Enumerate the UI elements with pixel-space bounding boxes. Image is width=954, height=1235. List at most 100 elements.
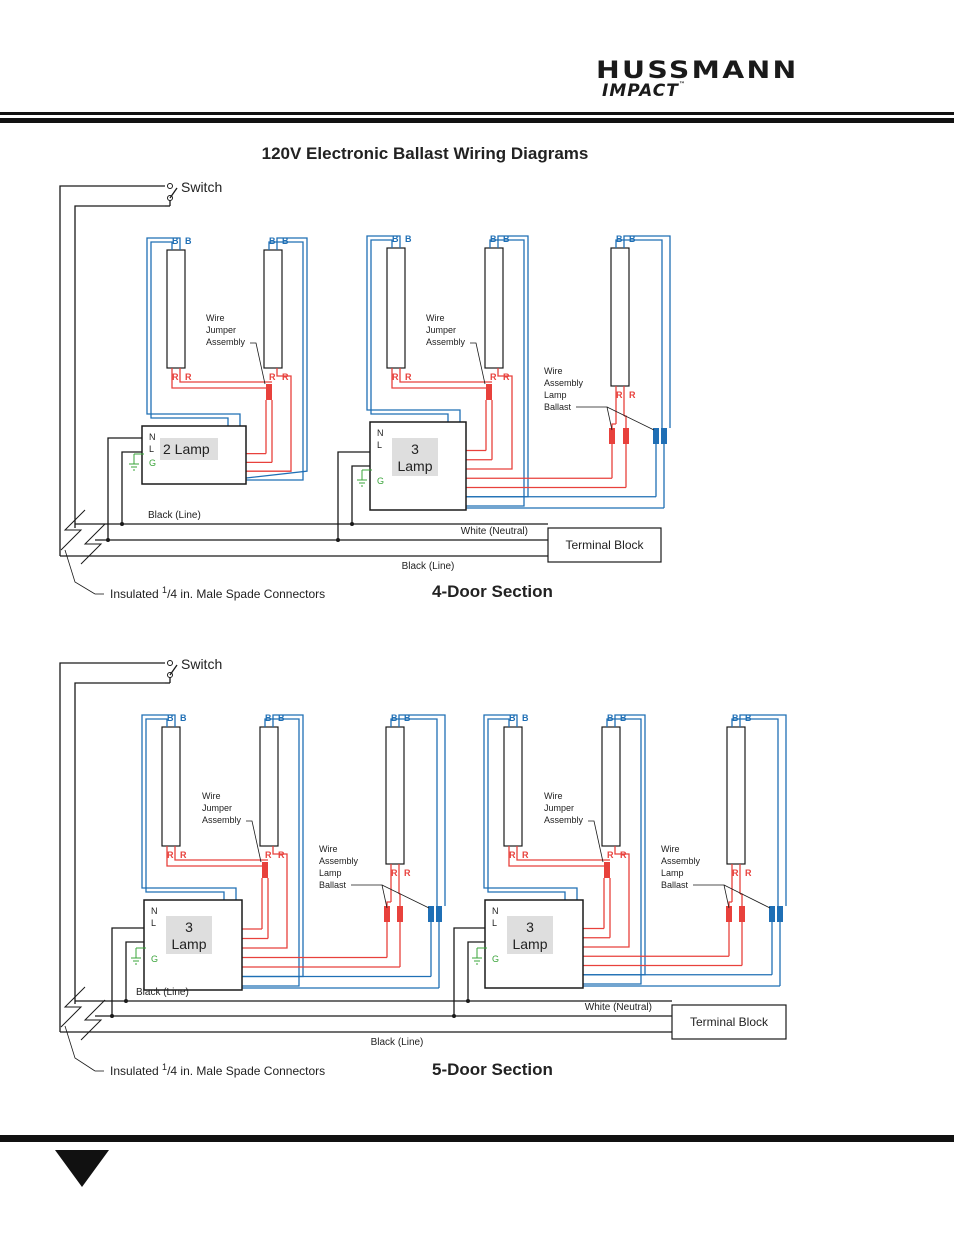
- lamp-b-label: B: [745, 713, 752, 723]
- lamp-r-label: R: [392, 372, 399, 382]
- ballast-neutral-wire: [453, 927, 485, 1016]
- ballast-g-label: G: [492, 954, 499, 964]
- lamp-tube: [610, 247, 630, 387]
- leader-line: [723, 884, 771, 909]
- red-wire: [399, 893, 401, 906]
- lamp-ballast-connector: [777, 906, 783, 922]
- terminal-block: [547, 527, 662, 563]
- red-wire: [466, 368, 513, 470]
- junction-dot: [452, 1014, 456, 1018]
- lamp-r-label: R: [180, 850, 187, 860]
- lamp-b-label: B: [185, 236, 192, 246]
- black-line-label: Black (Line): [136, 987, 189, 998]
- blue-wire: [487, 718, 566, 902]
- lamp-b-label: B: [265, 713, 272, 723]
- red-wire: [246, 368, 292, 472]
- lamp-ballast-connector: [609, 428, 615, 444]
- blue-wire: [731, 718, 779, 906]
- lamp-r-label: R: [490, 372, 497, 382]
- wire-assembly-label: Assembly: [661, 856, 701, 866]
- ballast-line-wire: [351, 465, 370, 524]
- black-line-label: Black (Line): [148, 510, 201, 521]
- lamp-r-label: R: [404, 868, 411, 878]
- terminal-block-label: Terminal Block: [690, 1015, 769, 1029]
- leader-line: [470, 342, 486, 385]
- ballast-count-label: 3: [526, 919, 534, 935]
- red-wire: [516, 846, 610, 861]
- lamp-r-label: R: [391, 868, 398, 878]
- lamp-b-label: B: [629, 234, 636, 244]
- junction-dot: [124, 999, 128, 1003]
- page-marker-triangle: [55, 1150, 109, 1187]
- blue-wire: [623, 235, 671, 428]
- ballast-neutral-wire: [111, 927, 144, 1016]
- ballast-line-wire: [125, 941, 144, 1001]
- terminal-block-label: Terminal Block: [565, 538, 644, 552]
- lamp-b-label: B: [391, 713, 398, 723]
- lamp-tube: [166, 249, 186, 369]
- switch-label: Switch: [181, 656, 222, 672]
- lamp-r-label: R: [265, 850, 272, 860]
- wire-jumper-label: Wire: [544, 791, 563, 801]
- lamp-ballast-connector: [653, 428, 659, 444]
- brand-sub: IMPACT™: [602, 81, 686, 101]
- switch-terminal: [167, 660, 173, 666]
- wire-assembly-label: Wire: [319, 844, 338, 854]
- spade-connector: [80, 523, 106, 565]
- black-line-label: Black (Line): [402, 561, 455, 572]
- lamp-r-label: R: [185, 372, 192, 382]
- footer-rule: [0, 1135, 954, 1142]
- ballast-count-label: 3: [411, 441, 419, 457]
- lamp-r-label: R: [167, 850, 174, 860]
- switch-label: Switch: [181, 179, 222, 195]
- ballast-label-bg: [166, 916, 212, 954]
- lamp-ballast-connector: [739, 906, 745, 922]
- spade-connectors-label: Insulated 1/4 in. Male Spade Connectors: [110, 585, 325, 601]
- red-wire: [386, 901, 391, 906]
- lamp-r-label: R: [509, 850, 516, 860]
- ballast-l-label: L: [377, 440, 382, 450]
- junction-dot: [110, 1014, 114, 1018]
- lamp-tube: [484, 247, 504, 369]
- ballast-l-label: L: [151, 918, 156, 928]
- leader-line: [250, 342, 266, 385]
- lamp-tube: [161, 726, 181, 847]
- ballast-neutral-wire: [337, 451, 370, 540]
- ballast-l-label: L: [492, 918, 497, 928]
- lamp-ballast-connector: [436, 906, 442, 922]
- lamp-r-label: R: [269, 372, 276, 382]
- lamp-ballast-connector: [726, 906, 732, 922]
- wire-jumper-connector: [486, 384, 492, 400]
- wire-assembly-label: Ballast: [319, 880, 347, 890]
- lamp-r-label: R: [522, 850, 529, 860]
- ballast-lamp-label: Lamp: [397, 458, 432, 474]
- blue-wire: [150, 241, 229, 428]
- blue-wire: [145, 718, 225, 902]
- lamp-r-label: R: [629, 390, 636, 400]
- wire-jumper-connector: [266, 384, 272, 400]
- ballast-n-label: N: [492, 906, 499, 916]
- blue-wire: [615, 239, 663, 428]
- ballast-count-label: 3: [185, 919, 193, 935]
- leader-line: [606, 406, 655, 431]
- leader-line: [693, 884, 730, 909]
- wire-jumper-connector: [604, 862, 610, 878]
- lamp-b-label: B: [620, 713, 627, 723]
- blue-wire: [390, 718, 438, 906]
- wire-jumper-label: Assembly: [426, 337, 466, 347]
- wire-assembly-label: Ballast: [544, 402, 572, 412]
- leader-line: [576, 406, 613, 431]
- lamp-b-label: B: [278, 713, 285, 723]
- switch-blade: [169, 664, 178, 676]
- line-wire: [74, 205, 165, 528]
- lamp-b-label: B: [616, 234, 623, 244]
- ballast-g-label: G: [151, 954, 158, 964]
- ballast-label-bg: [507, 916, 553, 954]
- blue-wire: [398, 714, 446, 906]
- ballast-g-label: G: [149, 458, 156, 468]
- lamp-b-label: B: [404, 713, 411, 723]
- red-wire: [174, 846, 268, 861]
- blue-wire: [246, 241, 304, 481]
- junction-dot: [336, 538, 340, 542]
